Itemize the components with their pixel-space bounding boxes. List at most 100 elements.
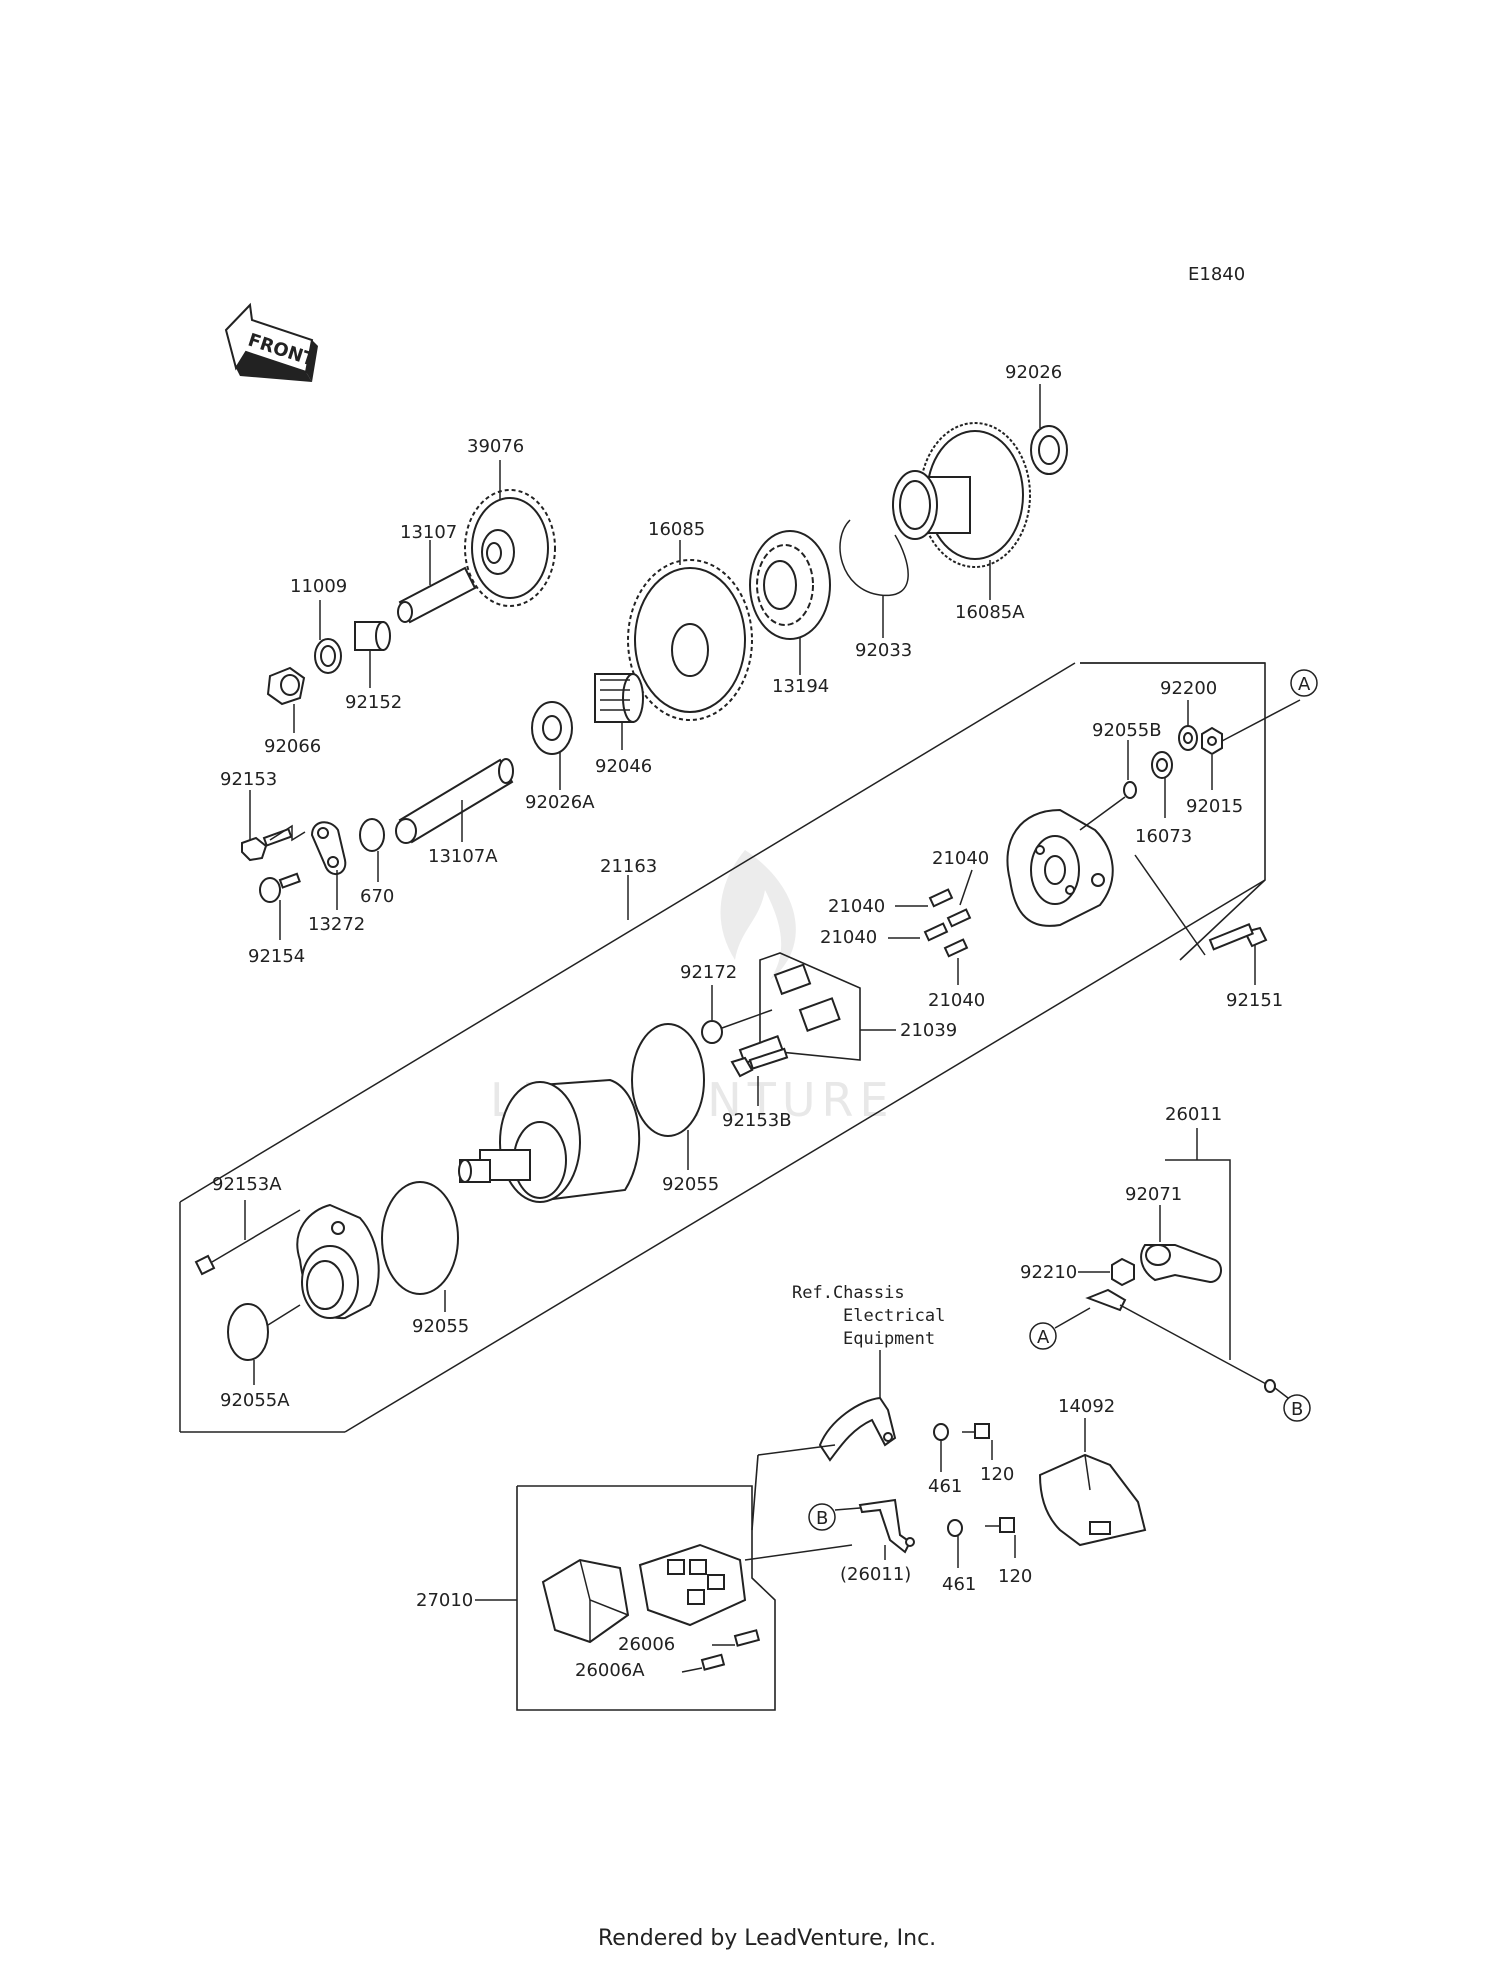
part-14092[interactable]	[1038, 1453, 1147, 1547]
part-13107A[interactable]	[395, 758, 514, 844]
part-92015[interactable]	[1201, 726, 1223, 756]
label-92055-upper: 92055	[662, 1174, 719, 1195]
part-92026[interactable]	[1030, 425, 1068, 475]
part-16085A[interactable]	[892, 422, 1031, 568]
label-92152: 92152	[345, 692, 402, 713]
callout-B-left[interactable]: B	[808, 1503, 836, 1531]
relay-assembly-frame	[516, 1485, 776, 1711]
label-16085: 16085	[648, 519, 705, 540]
label-16073: 16073	[1135, 826, 1192, 847]
part-92055A[interactable]	[227, 1303, 269, 1361]
label-92153: 92153	[220, 769, 277, 790]
svg-text:A: A	[1298, 674, 1311, 695]
part-120-upper[interactable]	[962, 1423, 990, 1439]
part-27010-relay-body[interactable]	[638, 1543, 747, 1627]
part-92172[interactable]	[701, 1009, 773, 1044]
ref-note-line-1: Ref.Chassis	[792, 1283, 905, 1303]
label-21040-top: 21040	[932, 848, 989, 869]
diagram-code: E1840	[1188, 264, 1245, 285]
ref-note-line-3: Equipment	[843, 1329, 935, 1349]
part-13194[interactable]	[749, 530, 831, 640]
footer-credit: Rendered by LeadVenture, Inc.	[598, 1926, 936, 1951]
label-92055A: 92055A	[220, 1390, 290, 1411]
callout-A-top[interactable]: A	[1290, 669, 1318, 697]
label-11009: 11009	[290, 576, 347, 597]
label-21040-bottom: 21040	[928, 990, 985, 1011]
svg-text:B: B	[816, 1508, 828, 1529]
part-92153A[interactable]	[194, 1209, 301, 1276]
label-39076: 39076	[467, 436, 524, 457]
label-13107A: 13107A	[428, 846, 498, 867]
part-120-lower[interactable]	[985, 1517, 1015, 1533]
label-21163: 21163	[600, 856, 657, 877]
label-92066: 92066	[264, 736, 321, 757]
ref-chassis-note: Ref.Chassis Electrical Equipment	[792, 1283, 945, 1349]
label-21039: 21039	[900, 1020, 957, 1041]
part-16085[interactable]	[627, 559, 753, 721]
part-26011-cable[interactable]	[1085, 1288, 1276, 1393]
label-26011: 26011	[1165, 1104, 1222, 1125]
label-670: 670	[360, 886, 394, 907]
part-92153B[interactable]	[730, 1047, 789, 1078]
part-21040-springs[interactable]	[923, 888, 972, 958]
label-461-upper: 461	[928, 1476, 962, 1497]
label-26006: 26006	[618, 1634, 675, 1655]
label-92071: 92071	[1125, 1184, 1182, 1205]
callout-B-right[interactable]: B	[1283, 1394, 1311, 1422]
label-92154: 92154	[248, 946, 305, 967]
label-26006A: 26006A	[575, 1660, 645, 1681]
part-670[interactable]	[359, 818, 385, 852]
watermark-flame-icon	[720, 850, 796, 980]
label-92033: 92033	[855, 640, 912, 661]
part-27010-relay-cover[interactable]	[541, 1558, 630, 1644]
part-front-cover[interactable]	[296, 1203, 380, 1320]
part-92071[interactable]	[1140, 1244, 1222, 1284]
part-39076[interactable]	[464, 489, 556, 607]
label-92153B: 92153B	[722, 1110, 792, 1131]
svg-text:B: B	[1291, 1399, 1303, 1420]
part-13272[interactable]	[310, 821, 347, 875]
label-13194: 13194	[772, 676, 829, 697]
part-13107[interactable]	[397, 566, 477, 624]
part-16073[interactable]	[1151, 751, 1173, 779]
label-461-lower: 461	[942, 1574, 976, 1595]
part-92055-lower[interactable]	[381, 1181, 459, 1295]
part-26006A[interactable]	[700, 1653, 726, 1671]
part-461-lower[interactable]	[947, 1519, 963, 1537]
part-21039[interactable]	[738, 963, 841, 1065]
label-13107: 13107	[400, 522, 457, 543]
label-92172: 92172	[680, 962, 737, 983]
ref-note-line-2: Electrical	[843, 1306, 945, 1326]
part-461-upper[interactable]	[933, 1423, 949, 1441]
label-16085A: 16085A	[955, 602, 1025, 623]
part-92152[interactable]	[354, 621, 391, 651]
part-92026A[interactable]	[531, 701, 573, 755]
part-92066[interactable]	[266, 666, 306, 706]
part-92033[interactable]	[839, 519, 909, 597]
part-motor-yoke[interactable]	[458, 1078, 641, 1203]
part-92055B[interactable]	[1123, 781, 1137, 799]
label-21040-left-2: 21040	[820, 927, 877, 948]
label-120-upper: 120	[980, 1464, 1014, 1485]
label-92153A: 92153A	[212, 1174, 282, 1195]
part-92055-upper[interactable]	[631, 1023, 705, 1137]
part-26006[interactable]	[733, 1629, 761, 1647]
part-92151[interactable]	[1208, 922, 1268, 951]
part-92153[interactable]	[241, 827, 293, 862]
callout-A-bottom[interactable]: A	[1029, 1322, 1057, 1350]
label-27010: 27010	[416, 1590, 473, 1611]
label-26011-paren: (26011)	[840, 1564, 911, 1585]
part-11009[interactable]	[314, 638, 342, 674]
label-92200: 92200	[1160, 678, 1217, 699]
part-end-cover[interactable]	[1006, 808, 1114, 927]
part-92200[interactable]	[1178, 725, 1198, 751]
part-26011-bracket[interactable]	[858, 1498, 915, 1554]
label-92026A: 92026A	[525, 792, 595, 813]
svg-text:A: A	[1037, 1327, 1050, 1348]
part-92154[interactable]	[259, 872, 301, 903]
part-bracket[interactable]	[818, 1396, 897, 1462]
part-92046[interactable]	[594, 673, 644, 723]
label-92015: 92015	[1186, 796, 1243, 817]
part-92210[interactable]	[1111, 1257, 1135, 1287]
